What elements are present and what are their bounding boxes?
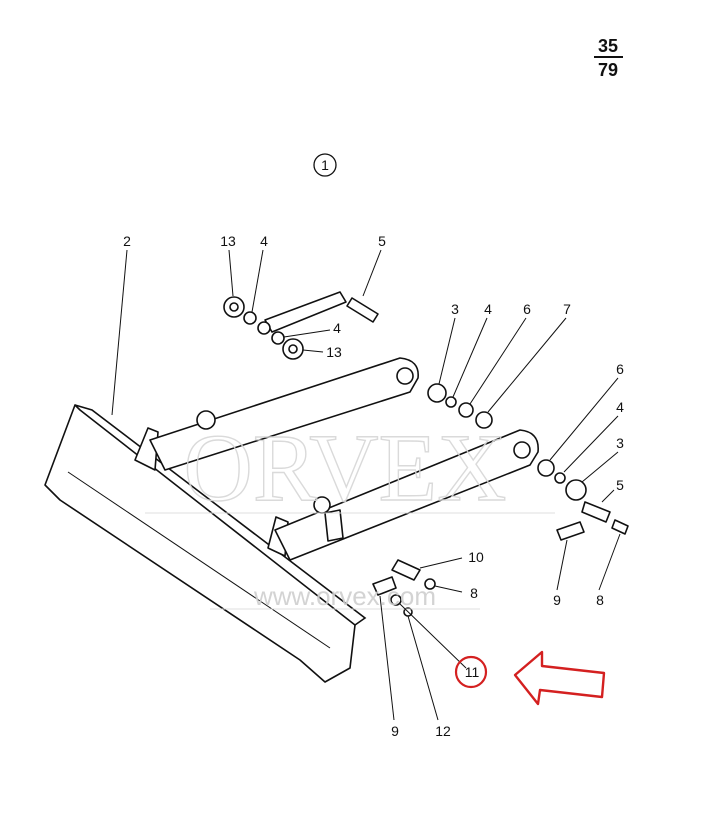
leader-4b bbox=[283, 329, 331, 338]
nut-4-right-upper bbox=[445, 396, 457, 408]
bolt-8-lower bbox=[424, 578, 436, 590]
leader-4c bbox=[452, 317, 488, 398]
leader-3b bbox=[581, 451, 619, 483]
highlight-annotation bbox=[454, 650, 606, 706]
callout-5-lower: 5 bbox=[616, 477, 624, 493]
callout-10: 10 bbox=[468, 549, 484, 565]
leader-10 bbox=[419, 557, 463, 569]
leader-13a bbox=[228, 249, 234, 297]
leader-7 bbox=[487, 317, 567, 413]
highlight-circle bbox=[454, 655, 488, 689]
pin-5-right bbox=[581, 501, 611, 523]
page-number-bottom: 79 bbox=[598, 60, 618, 80]
watermark-brand: ORVEX bbox=[184, 414, 507, 521]
view-marker-number: 1 bbox=[321, 157, 329, 173]
leader-5a bbox=[362, 249, 382, 297]
leader-8a bbox=[598, 533, 621, 591]
watermark-url: www.orvex.com bbox=[253, 581, 436, 611]
callout-12: 12 bbox=[435, 723, 451, 739]
washer-3-upper bbox=[427, 383, 447, 403]
callout-7: 7 bbox=[563, 301, 571, 317]
nut-4-right-lower bbox=[554, 472, 566, 484]
highlight-arrow bbox=[513, 650, 606, 706]
leader-11 bbox=[399, 603, 467, 669]
callout-4-right-lower: 4 bbox=[616, 399, 624, 415]
view-marker-circle bbox=[313, 153, 337, 177]
pin-10 bbox=[391, 559, 421, 581]
upper-push-arm bbox=[149, 357, 419, 471]
lower-arm-eye bbox=[513, 441, 531, 459]
callout-9-lower: 9 bbox=[391, 723, 399, 739]
leader-3a bbox=[438, 317, 456, 385]
callout-4-mid: 4 bbox=[333, 320, 341, 336]
seal-7 bbox=[475, 411, 493, 429]
leader-6a bbox=[469, 317, 527, 405]
washer-13-upper-hole bbox=[229, 302, 239, 312]
leader-12 bbox=[407, 615, 439, 721]
ring-6-lower bbox=[537, 459, 555, 477]
nut-4-upper bbox=[243, 311, 257, 325]
callout-11: 11 bbox=[465, 664, 480, 680]
washer-13-lower-hole bbox=[288, 344, 298, 354]
lower-pin-assembly bbox=[372, 559, 436, 617]
callout-4-upper: 4 bbox=[260, 233, 268, 249]
callout-8-right: 8 bbox=[596, 592, 604, 608]
pivot-pin-assembly bbox=[427, 383, 629, 541]
lock-plate-9-right bbox=[556, 521, 585, 541]
upper-arm-eye bbox=[396, 367, 414, 385]
lock-plate-9-lower bbox=[372, 576, 397, 596]
push-arms bbox=[149, 357, 539, 561]
arm-bushing-left bbox=[196, 410, 216, 430]
watermark: ORVEX www.orvex.com bbox=[145, 413, 555, 611]
callout-6-lower: 6 bbox=[616, 361, 624, 377]
callout-6-upper: 6 bbox=[523, 301, 531, 317]
leader-2 bbox=[111, 249, 128, 416]
leader-9b bbox=[379, 595, 395, 721]
leader-6b bbox=[549, 377, 619, 461]
nut-4-lower bbox=[271, 331, 285, 345]
ring-6-upper bbox=[458, 402, 474, 418]
blade-rib bbox=[67, 471, 331, 649]
bolt-11 bbox=[390, 594, 402, 606]
leader-9a bbox=[556, 539, 568, 591]
leader-lines bbox=[111, 249, 621, 721]
cylinder-pin-5 bbox=[346, 297, 379, 323]
callout-5-upper: 5 bbox=[378, 233, 386, 249]
leader-13b bbox=[302, 349, 324, 353]
page-number: 35 79 bbox=[594, 36, 623, 80]
blade-cutting-edge bbox=[59, 499, 301, 661]
callout-4-right-upper: 4 bbox=[484, 301, 492, 317]
callout-labels: 2 13 4 5 4 13 3 4 6 7 6 4 3 5 9 8 10 8 1… bbox=[123, 233, 624, 739]
callout-13-lower: 13 bbox=[326, 344, 342, 360]
view-marker: 1 bbox=[313, 153, 337, 177]
washer-3-lower bbox=[565, 479, 587, 501]
leader-4d bbox=[563, 415, 619, 473]
callout-3-lower: 3 bbox=[616, 435, 624, 451]
arm-lug bbox=[324, 509, 344, 542]
callout-8-lower: 8 bbox=[470, 585, 478, 601]
leader-5b bbox=[601, 489, 615, 503]
callout-2: 2 bbox=[123, 233, 131, 249]
nut-4-mid bbox=[257, 321, 271, 335]
blade-top-edge bbox=[74, 404, 367, 626]
callout-13-upper: 13 bbox=[220, 233, 236, 249]
leader-4a bbox=[251, 249, 264, 313]
bolt-8-right bbox=[611, 519, 629, 535]
leader-8b bbox=[434, 585, 463, 593]
callout-3-upper: 3 bbox=[451, 301, 459, 317]
callout-9-right: 9 bbox=[553, 592, 561, 608]
tilt-cylinder-assembly bbox=[196, 291, 379, 514]
page-number-top: 35 bbox=[598, 36, 618, 56]
